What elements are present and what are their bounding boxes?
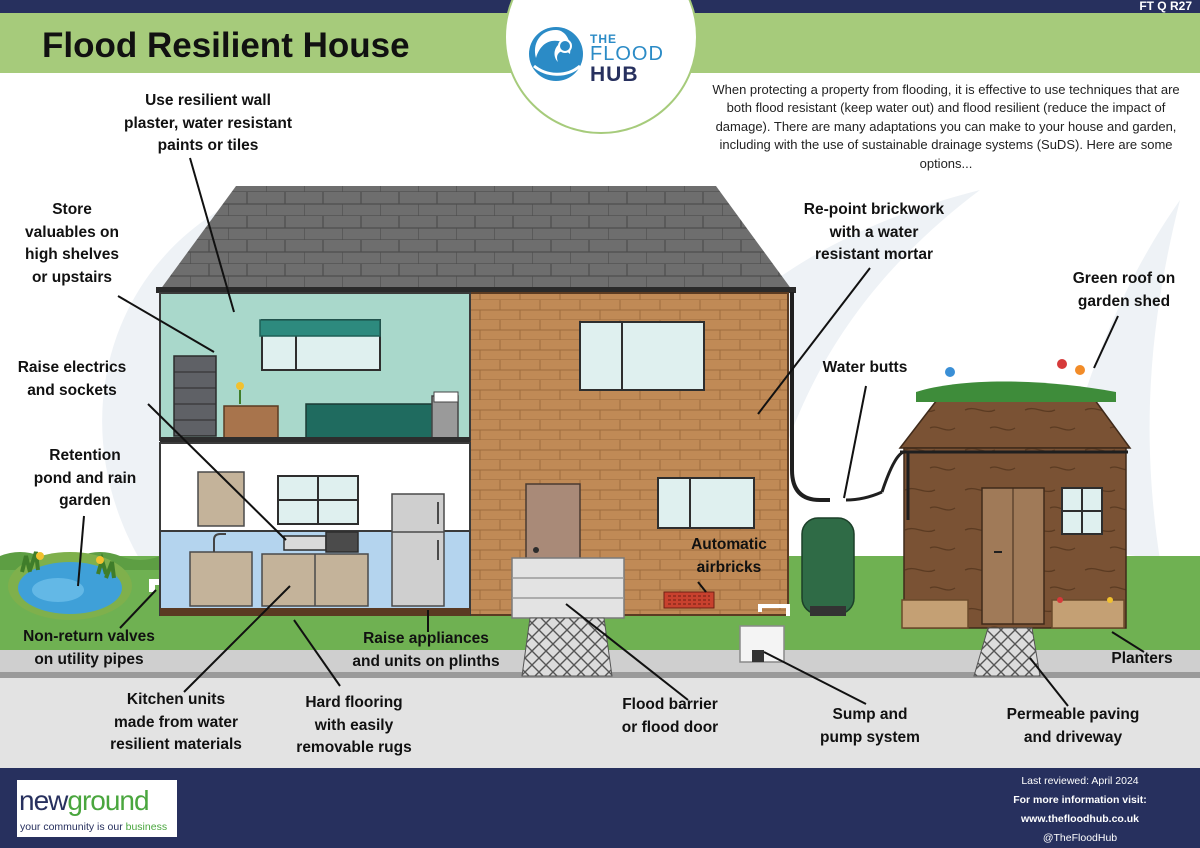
downpipe	[790, 292, 830, 502]
label-line: Permeable paving	[1006, 706, 1140, 723]
label-green-roof: Green roof on garden shed	[1058, 268, 1190, 313]
label-line: pump system	[820, 728, 920, 746]
label-non-return-valves: Non-return valves on utility pipes	[14, 626, 164, 671]
label-line: and driveway	[1023, 728, 1123, 746]
label-line: Non-return valves	[23, 628, 155, 645]
label-line: Hard flooring	[305, 694, 403, 711]
label-line: Re-point brickwork	[803, 201, 945, 218]
label-line: Retention	[49, 447, 121, 464]
label-line: paints or tiles	[157, 137, 259, 154]
label-line: Green roof on	[1072, 270, 1176, 287]
brand-pre: new	[19, 785, 68, 816]
house-roof	[156, 186, 796, 293]
label-hard-flooring: Hard flooring with easily removable rugs	[284, 692, 424, 760]
retention-pond	[8, 551, 132, 620]
label-line: airbricks	[696, 558, 762, 576]
label-line: removable rugs	[296, 739, 412, 756]
label-water-butts: Water butts	[806, 357, 924, 380]
label-line: or upstairs	[31, 268, 113, 286]
label-line: or flood door	[621, 718, 719, 736]
label-line: Raise appliances	[363, 630, 489, 647]
flood-barrier	[511, 557, 625, 619]
label-line: garden shed	[1077, 292, 1171, 310]
last-reviewed: Last reviewed: April 2024	[1021, 775, 1139, 787]
label-flood-barrier: Flood barrier or flood door	[608, 694, 732, 739]
label-line: Raise electrics	[17, 359, 127, 376]
label-line: garden	[59, 492, 111, 509]
label-line: valuables on	[25, 223, 119, 241]
leader-lines	[77, 157, 1145, 707]
label-line: pond and rain	[33, 469, 137, 487]
newground-tagline: your community is our business	[20, 821, 167, 833]
label-permeable-paving: Permeable paving and driveway	[998, 704, 1148, 749]
page-title: Flood Resilient House	[42, 26, 410, 65]
upstairs-room	[159, 292, 471, 443]
permeable-driveway	[521, 617, 613, 677]
label-line: resilient materials	[110, 736, 242, 753]
label-kitchen-units: Kitchen units made from water resilient …	[88, 689, 264, 757]
label-line: made from water	[113, 713, 239, 731]
label-raise-appliances: Raise appliances and units on plinths	[330, 628, 522, 673]
label-retention-pond: Retention pond and rain garden	[16, 445, 154, 513]
label-line: Water butts	[822, 359, 908, 376]
water-butt	[801, 450, 907, 616]
garden-shed	[898, 359, 1132, 629]
newground-wordmark: newground	[19, 785, 150, 817]
label-line: Sump and	[832, 706, 908, 723]
reference-code: FT Q R27	[1139, 0, 1192, 13]
label-line: Use resilient wall	[145, 92, 271, 109]
label-line: with easily	[314, 716, 394, 734]
brand-post: ground	[67, 785, 149, 816]
label-line: with a water	[829, 223, 919, 241]
label-line: Kitchen units	[126, 691, 226, 708]
newground-logo: newground your community is our business	[17, 780, 177, 837]
label-line: and sockets	[27, 381, 117, 399]
label-line: Automatic	[691, 536, 767, 553]
label-line: Planters	[1111, 650, 1173, 667]
airbricks	[663, 591, 715, 609]
label-automatic-airbricks: Automatic airbricks	[678, 534, 780, 579]
website-link[interactable]: www.thefloodhub.co.uk	[1020, 813, 1140, 825]
label-line: Flood barrier	[622, 696, 718, 713]
pavement	[0, 650, 1200, 768]
tagline-pre: your community is our	[20, 821, 126, 833]
footer-info: Last reviewed: April 2024 For more infor…	[975, 772, 1185, 848]
footer-band	[0, 768, 1200, 848]
label-sump-pump: Sump and pump system	[806, 704, 934, 749]
wave-logo-icon	[529, 27, 583, 81]
social-handle[interactable]: @TheFloodHub	[1042, 832, 1118, 844]
label-line: high shelves	[25, 246, 119, 263]
label-line: Store	[52, 201, 92, 218]
label-store-valuables: Store valuables on high shelves or upsta…	[12, 199, 132, 289]
label-wall-plaster: Use resilient wall plaster, water resist…	[114, 90, 302, 158]
sump-pump	[739, 604, 790, 663]
shed-permeable-paving	[973, 627, 1041, 677]
label-line: on utility pipes	[34, 650, 144, 668]
label-line: plaster, water resistant	[124, 114, 292, 132]
downstairs-kitchen	[159, 442, 471, 616]
label-planters: Planters	[1098, 648, 1186, 671]
logo-text-the: THE	[590, 32, 617, 46]
more-info-label: For more information visit:	[1013, 794, 1147, 806]
label-line: and units on plinths	[352, 652, 500, 670]
logo-text-hub: HUB	[590, 63, 639, 86]
label-raise-electrics: Raise electrics and sockets	[6, 357, 138, 402]
tagline-post: business	[125, 821, 168, 833]
intro-paragraph: When protecting a property from flooding…	[712, 82, 1180, 171]
label-repoint-brickwork: Re-point brickwork with a water resistan…	[782, 199, 966, 267]
label-line: resistant mortar	[814, 246, 933, 263]
logo-text-flood: FLOOD	[590, 43, 664, 65]
